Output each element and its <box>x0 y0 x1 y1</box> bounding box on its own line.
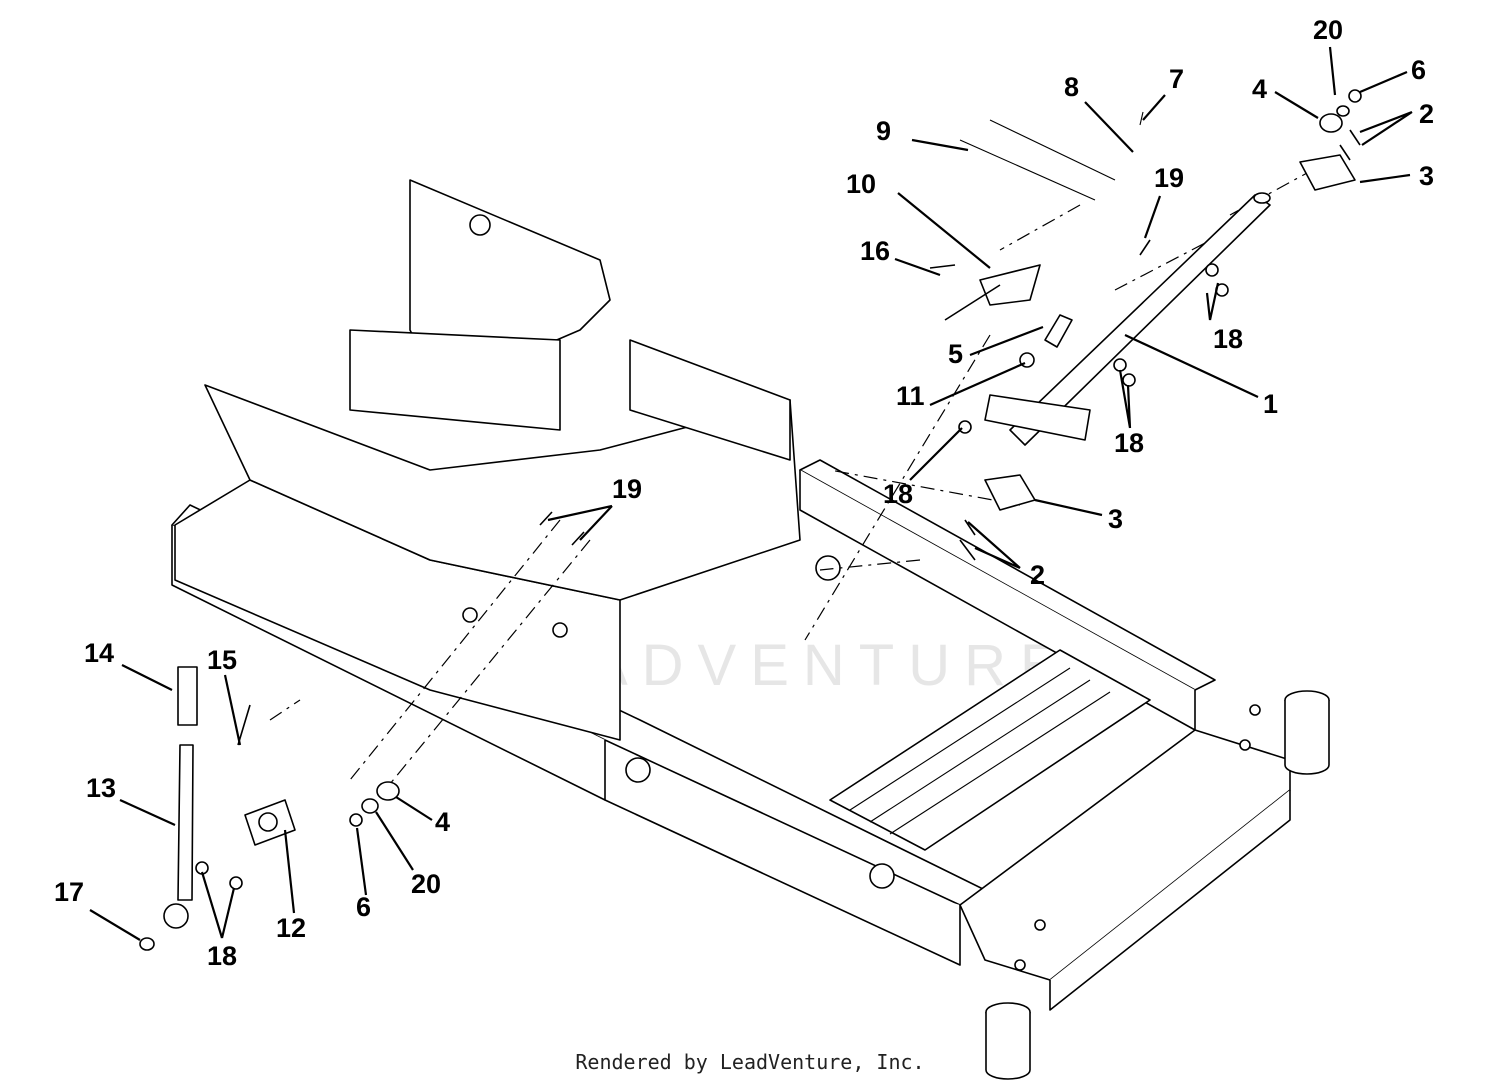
part-label: 2 <box>1419 99 1434 129</box>
part-label: 11 <box>896 381 925 411</box>
part-label: 5 <box>948 339 963 369</box>
part-label: 18 <box>207 941 237 971</box>
part-label: 13 <box>86 773 116 803</box>
part-label: 19 <box>612 474 642 504</box>
part-label: 3 <box>1108 504 1123 534</box>
part-label: 20 <box>1313 15 1343 45</box>
part-label: 15 <box>207 645 237 675</box>
part-label: 2 <box>1030 560 1045 590</box>
part-label: 18 <box>1213 324 1243 354</box>
part-label: 10 <box>846 169 876 199</box>
part-label: 8 <box>1064 72 1079 102</box>
part-label: 20 <box>411 869 441 899</box>
footer-credit: Rendered by LeadVenture, Inc. <box>575 1050 925 1074</box>
part-label: 17 <box>54 877 84 907</box>
part-labels: 20 6 4 2 3 8 7 9 10 19 16 18 5 11 1 18 1… <box>54 15 1434 971</box>
part-label: 6 <box>356 892 371 922</box>
part-label: 18 <box>1114 428 1144 458</box>
part-label: 14 <box>84 638 114 668</box>
part-label: 7 <box>1169 64 1184 94</box>
part-label: 1 <box>1263 389 1278 419</box>
part-label: 18 <box>883 479 913 509</box>
part-label: 3 <box>1419 161 1434 191</box>
components <box>139 89 1362 951</box>
part-label: 4 <box>435 807 450 837</box>
leader-lines <box>89 46 1413 941</box>
part-label: 19 <box>1154 163 1184 193</box>
frame-assembly <box>171 179 1330 1080</box>
part-label: 16 <box>860 236 890 266</box>
part-label: 4 <box>1252 74 1267 104</box>
part-label: 6 <box>1411 55 1426 85</box>
part-label: 9 <box>876 116 891 146</box>
part-label: 12 <box>276 913 306 943</box>
